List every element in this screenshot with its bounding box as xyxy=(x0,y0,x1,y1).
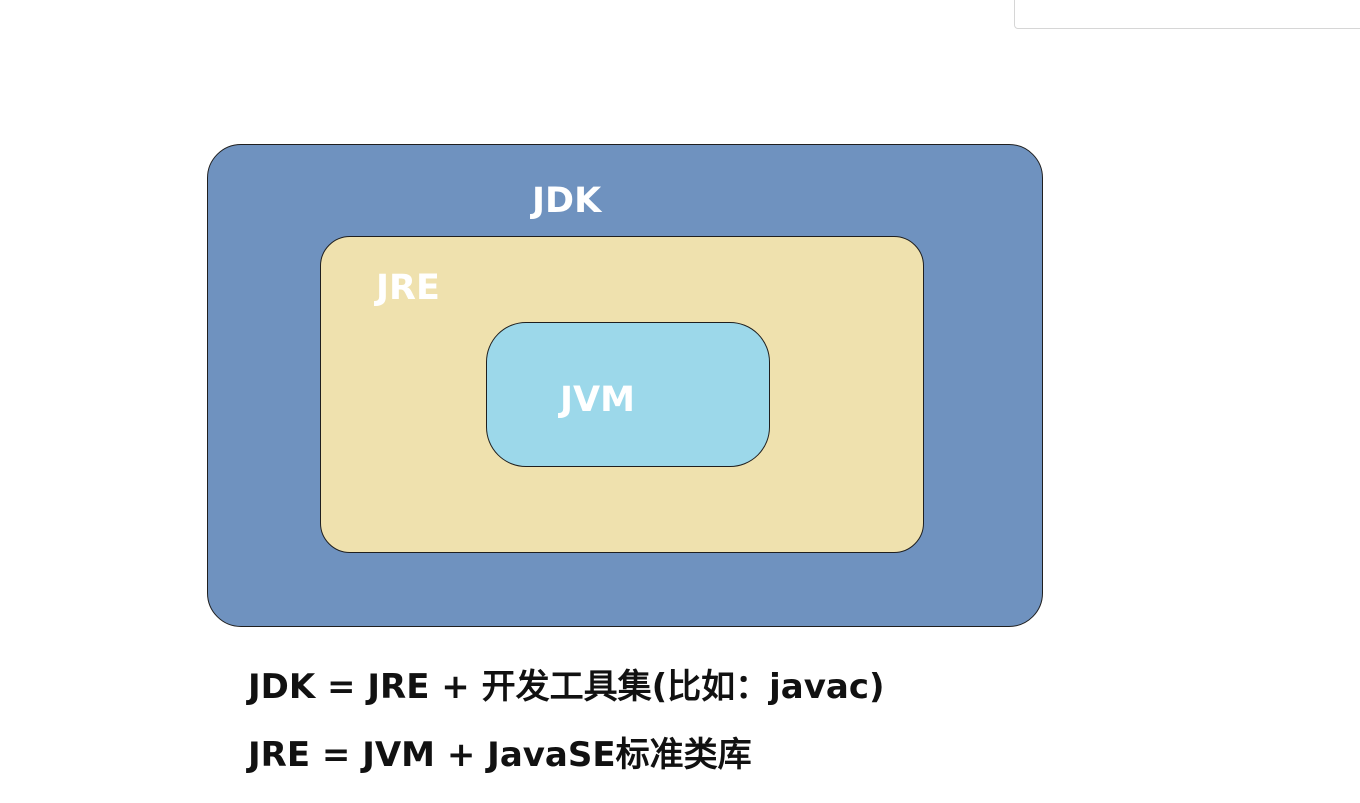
corner-panel xyxy=(1014,0,1360,29)
jdk-label: JDK xyxy=(532,181,602,221)
jvm-box xyxy=(486,322,770,467)
jre-formula: JRE = JVM + JavaSE标准类库 xyxy=(248,735,752,775)
jvm-label: JVM xyxy=(560,380,635,420)
jre-label: JRE xyxy=(376,268,440,308)
jdk-formula: JDK = JRE + 开发工具集(比如：javac) xyxy=(248,667,885,707)
